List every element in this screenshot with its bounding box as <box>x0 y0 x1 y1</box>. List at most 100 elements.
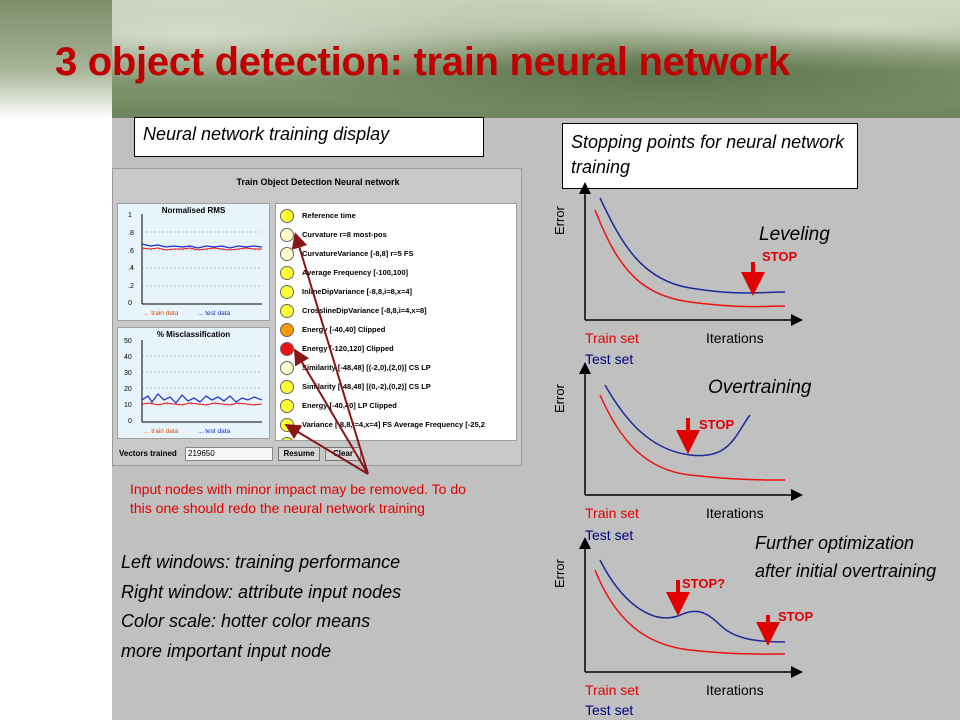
leveling-test-curve <box>599 197 786 294</box>
misc-legend-test: ... test data <box>198 428 231 435</box>
further-stop-q-label: STOP? <box>682 576 726 591</box>
node-row[interactable]: Energy [-40,40] LP Clipped <box>276 396 516 415</box>
node-row[interactable]: Reference time <box>276 206 516 225</box>
node-row[interactable]: CurvatureVariance [-8,8] r=5 FS <box>276 244 516 263</box>
overtraining-test-curve <box>604 384 751 457</box>
description-text: Left windows: training performance Right… <box>121 548 501 666</box>
rms-legend-test: ... test data <box>198 310 231 317</box>
node-importance-dot <box>280 398 294 413</box>
misc-tick-30: 30 <box>124 370 132 377</box>
left-margin-strip <box>0 118 112 720</box>
node-label: Similarity [-48,48] [(-2,0),(2,0)] CS LP <box>302 363 431 372</box>
nn-display-label: Neural network training display <box>134 117 484 157</box>
node-label: Reference time <box>302 211 356 220</box>
training-window: Train Object Detection Neural network No… <box>112 168 522 466</box>
desc-line-2: Right window: attribute input nodes <box>121 581 402 602</box>
test-label-3: Test set <box>585 702 634 718</box>
clear-button[interactable]: Clear <box>325 447 361 461</box>
train-label-3: Train set <box>585 682 639 698</box>
node-row[interactable]: InlineDipVariance [-8,8,i=8,x=4] <box>276 282 516 301</box>
arrow-to-node-last <box>284 423 369 475</box>
header-banner <box>0 0 960 118</box>
node-label: CrosslineDipVariance [-8,8,i=4,x=8] <box>302 306 427 315</box>
desc-line-3: Color scale: hotter color means <box>121 611 371 631</box>
banner-left-strip <box>0 0 112 118</box>
leveling-chart <box>579 182 803 326</box>
rms-tick-4: .4 <box>128 265 134 272</box>
misc-tick-50: 50 <box>124 338 132 345</box>
rms-tick-1: 1 <box>128 212 132 219</box>
overtraining-train-curve <box>599 394 786 481</box>
node-importance-dot <box>280 265 294 280</box>
rms-panel-title: Normalised RMS <box>161 206 226 215</box>
misc-tick-40: 40 <box>124 354 132 361</box>
node-label: Similarity [-24,24] Min [(-2,0),(2,0), (… <box>302 439 473 440</box>
rms-legend-train: ... train data <box>144 310 179 317</box>
desc-line-4: more important input node <box>121 640 332 661</box>
stopping-charts <box>579 182 803 678</box>
node-row[interactable]: Energy [-40,40] Clipped <box>276 320 516 339</box>
test-label-1: Test set <box>585 351 634 367</box>
node-label: Average Frequency [-100,100] <box>302 268 409 277</box>
rms-tick-3: .6 <box>128 248 134 255</box>
iterations-label-3: Iterations <box>706 682 764 698</box>
further-stop-label: STOP <box>778 609 814 624</box>
train-label-2: Train set <box>585 505 639 521</box>
iterations-label-1: Iterations <box>706 330 764 346</box>
overtraining-label: Overtraining <box>708 377 812 398</box>
further-test-curve <box>599 559 786 643</box>
node-label: InlineDipVariance [-8,8,i=8,x=4] <box>302 287 413 296</box>
error-label-3: Error <box>552 559 567 588</box>
node-label: Variance [-8,8,i=4,x=4] FS Average Frequ… <box>302 420 485 429</box>
leveling-label: Leveling <box>759 224 830 245</box>
arrow-to-node-similarity <box>293 348 369 475</box>
rms-panel: Normalised RMS 1 .8 .6 .4 .2 0 ... train… <box>117 203 270 321</box>
node-importance-dot <box>280 246 294 261</box>
node-label: Energy [-120,120] Clipped <box>302 344 394 353</box>
stopping-points-label: Stopping points for neural network train… <box>562 123 858 189</box>
window-title: Train Object Detection Neural network <box>236 177 400 187</box>
node-label: Energy [-40,40] LP Clipped <box>302 401 397 410</box>
further-train-curve <box>594 569 786 655</box>
node-importance-dot <box>280 322 294 337</box>
error-label-2: Error <box>552 384 567 413</box>
arrow-to-node-curvature <box>291 232 369 475</box>
misc-plot <box>141 340 262 423</box>
node-importance-dot <box>280 284 294 299</box>
node-row[interactable]: Average Frequency [-100,100] <box>276 263 516 282</box>
misc-panel-title: % Misclassification <box>156 330 231 339</box>
node-importance-dot <box>280 208 294 223</box>
node-importance-dot <box>280 360 294 375</box>
rms-plot <box>141 214 262 305</box>
misc-legend-train: ... train data <box>144 428 179 435</box>
node-importance-dot <box>280 379 294 394</box>
rms-tick-2: .8 <box>128 230 134 237</box>
node-importance-dot <box>280 303 294 318</box>
node-label: CurvatureVariance [-8,8] r=5 FS <box>302 249 414 258</box>
node-label: Curvature r=8 most-pos <box>302 230 387 239</box>
iterations-label-2: Iterations <box>706 505 764 521</box>
further-optimization-label: Further optimization after initial overt… <box>755 533 937 581</box>
node-row[interactable]: Similarity [-48,48] [(-2,0),(2,0)] CS LP <box>276 358 516 377</box>
node-importance-dot <box>280 341 294 356</box>
desc-line-1: Left windows: training performance <box>121 552 401 572</box>
slide-title: 3 object detection: train neural network <box>55 40 790 84</box>
train-label-1: Train set <box>585 330 639 346</box>
misclassification-panel: % Misclassification 50 40 30 20 10 0 ...… <box>117 327 270 439</box>
rms-tick-6: 0 <box>128 300 132 307</box>
rms-tick-5: .2 <box>128 283 134 290</box>
resume-button[interactable]: Resume <box>278 447 320 461</box>
node-row[interactable]: Similarity [-48,48] [(0,-2),(0,2)] CS LP <box>276 377 516 396</box>
misc-tick-10: 10 <box>124 402 132 409</box>
error-label-1: Error <box>552 206 567 235</box>
vectors-trained-field[interactable]: 219650 <box>185 447 273 461</box>
overtraining-stop-label: STOP <box>699 417 735 432</box>
node-row[interactable]: CrosslineDipVariance [-8,8,i=4,x=8] <box>276 301 516 320</box>
node-row[interactable]: Energy [-120,120] Clipped <box>276 339 516 358</box>
leveling-stop-label: STOP <box>762 249 798 264</box>
further-optimization-chart <box>579 537 803 678</box>
overtraining-chart <box>579 362 803 501</box>
